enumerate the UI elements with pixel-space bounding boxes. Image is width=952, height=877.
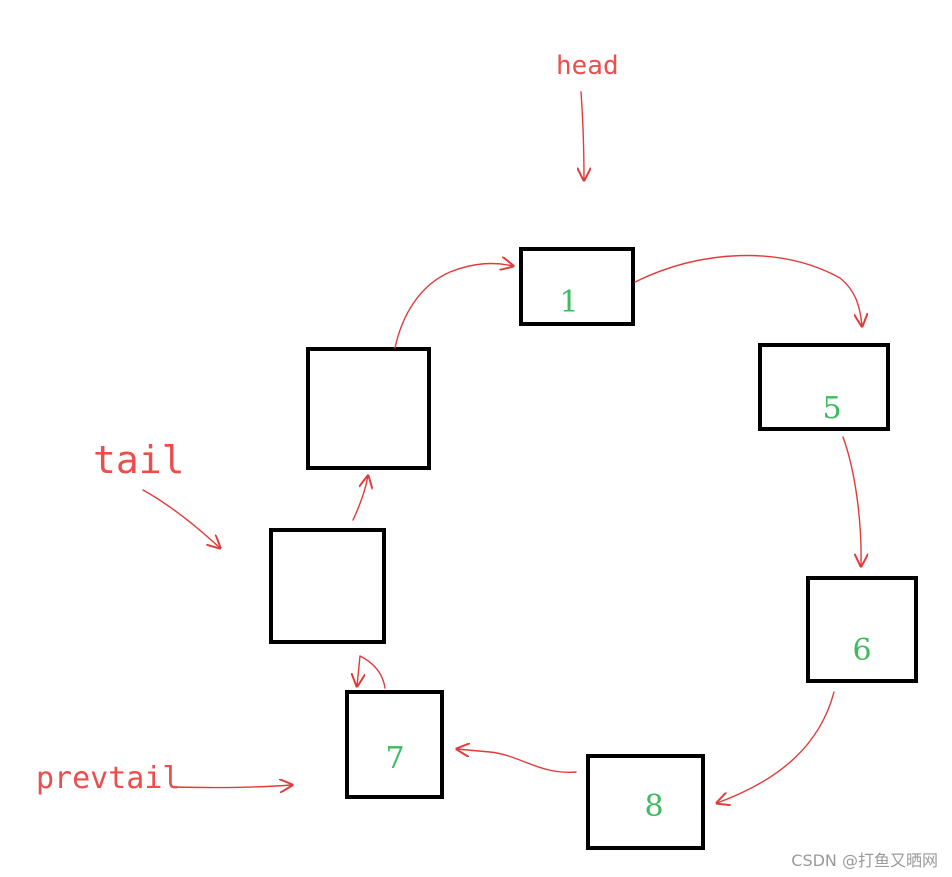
node-1: 1 — [519, 247, 635, 326]
node-6-value: 6 — [852, 633, 871, 668]
node-8: 8 — [586, 754, 705, 850]
prevtail-label: prevtail — [36, 761, 181, 796]
node-5: 5 — [758, 343, 890, 431]
head-pointer-arrow — [581, 91, 584, 180]
tail-label: tail — [93, 438, 185, 482]
node-7: 7 — [345, 690, 444, 799]
node-6: 6 — [806, 576, 918, 683]
node-5-value: 5 — [822, 391, 841, 426]
link-5-to-6 — [842, 436, 861, 566]
link-8-to-7 — [457, 749, 577, 773]
link-1-to-5 — [634, 254, 862, 326]
tail-pointer-arrow — [142, 489, 220, 548]
node-empty-upper — [306, 347, 431, 470]
link-empty-upper-to-1 — [394, 264, 513, 349]
link-6-to-8 — [717, 691, 835, 803]
node-1-value: 1 — [559, 285, 578, 320]
link-empty-lower-to-empty-upper — [352, 476, 368, 521]
node-empty-lower — [269, 528, 386, 644]
node-7-value: 7 — [385, 741, 404, 776]
node-8-value: 8 — [644, 789, 663, 824]
watermark: CSDN @打鱼又晒网 — [791, 851, 938, 870]
prevtail-pointer-arrow — [171, 785, 292, 788]
head-label: head — [556, 51, 619, 81]
link-7-to-empty-lower — [357, 655, 386, 689]
